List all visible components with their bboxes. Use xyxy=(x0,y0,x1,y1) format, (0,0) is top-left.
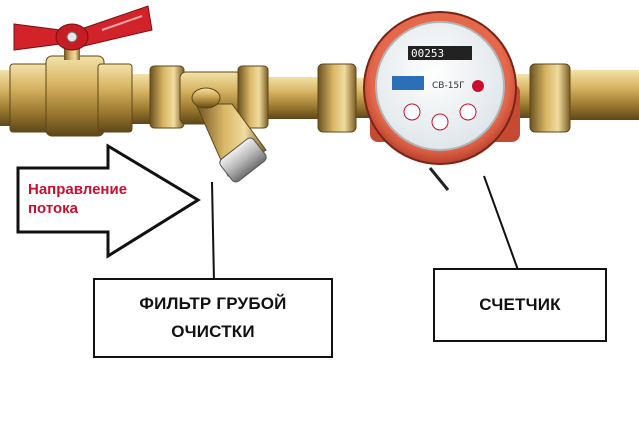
filter-label-line1: ФИЛЬТР ГРУБОЙ xyxy=(139,294,287,313)
meter-label-box: СЧЕТЧИК xyxy=(433,268,607,342)
strainer-filter xyxy=(149,65,269,183)
filter-label-line2: ОЧИСТКИ xyxy=(171,322,255,341)
flow-direction-label: Направление потока xyxy=(28,180,127,218)
flow-direction-line2: потока xyxy=(28,200,79,217)
union-nut-outlet xyxy=(529,63,571,133)
filter-leader-line xyxy=(211,181,215,283)
valve-handle-icon xyxy=(13,5,153,51)
ball-valve xyxy=(9,5,153,137)
union-nut xyxy=(317,63,357,133)
filter-label-box: ФИЛЬТР ГРУБОЙ ОЧИСТКИ xyxy=(93,278,333,358)
meter-model-text: СВ-15Г xyxy=(432,81,465,91)
water-meter: СВ-15Г 00253 xyxy=(363,11,520,191)
flow-direction-arrow-icon xyxy=(16,143,201,259)
meter-leader-line xyxy=(483,175,519,271)
meter-label: СЧЕТЧИК xyxy=(479,295,561,314)
meter-reading-text: 00253 xyxy=(411,47,444,60)
flow-direction-line1: Направление xyxy=(28,181,128,198)
